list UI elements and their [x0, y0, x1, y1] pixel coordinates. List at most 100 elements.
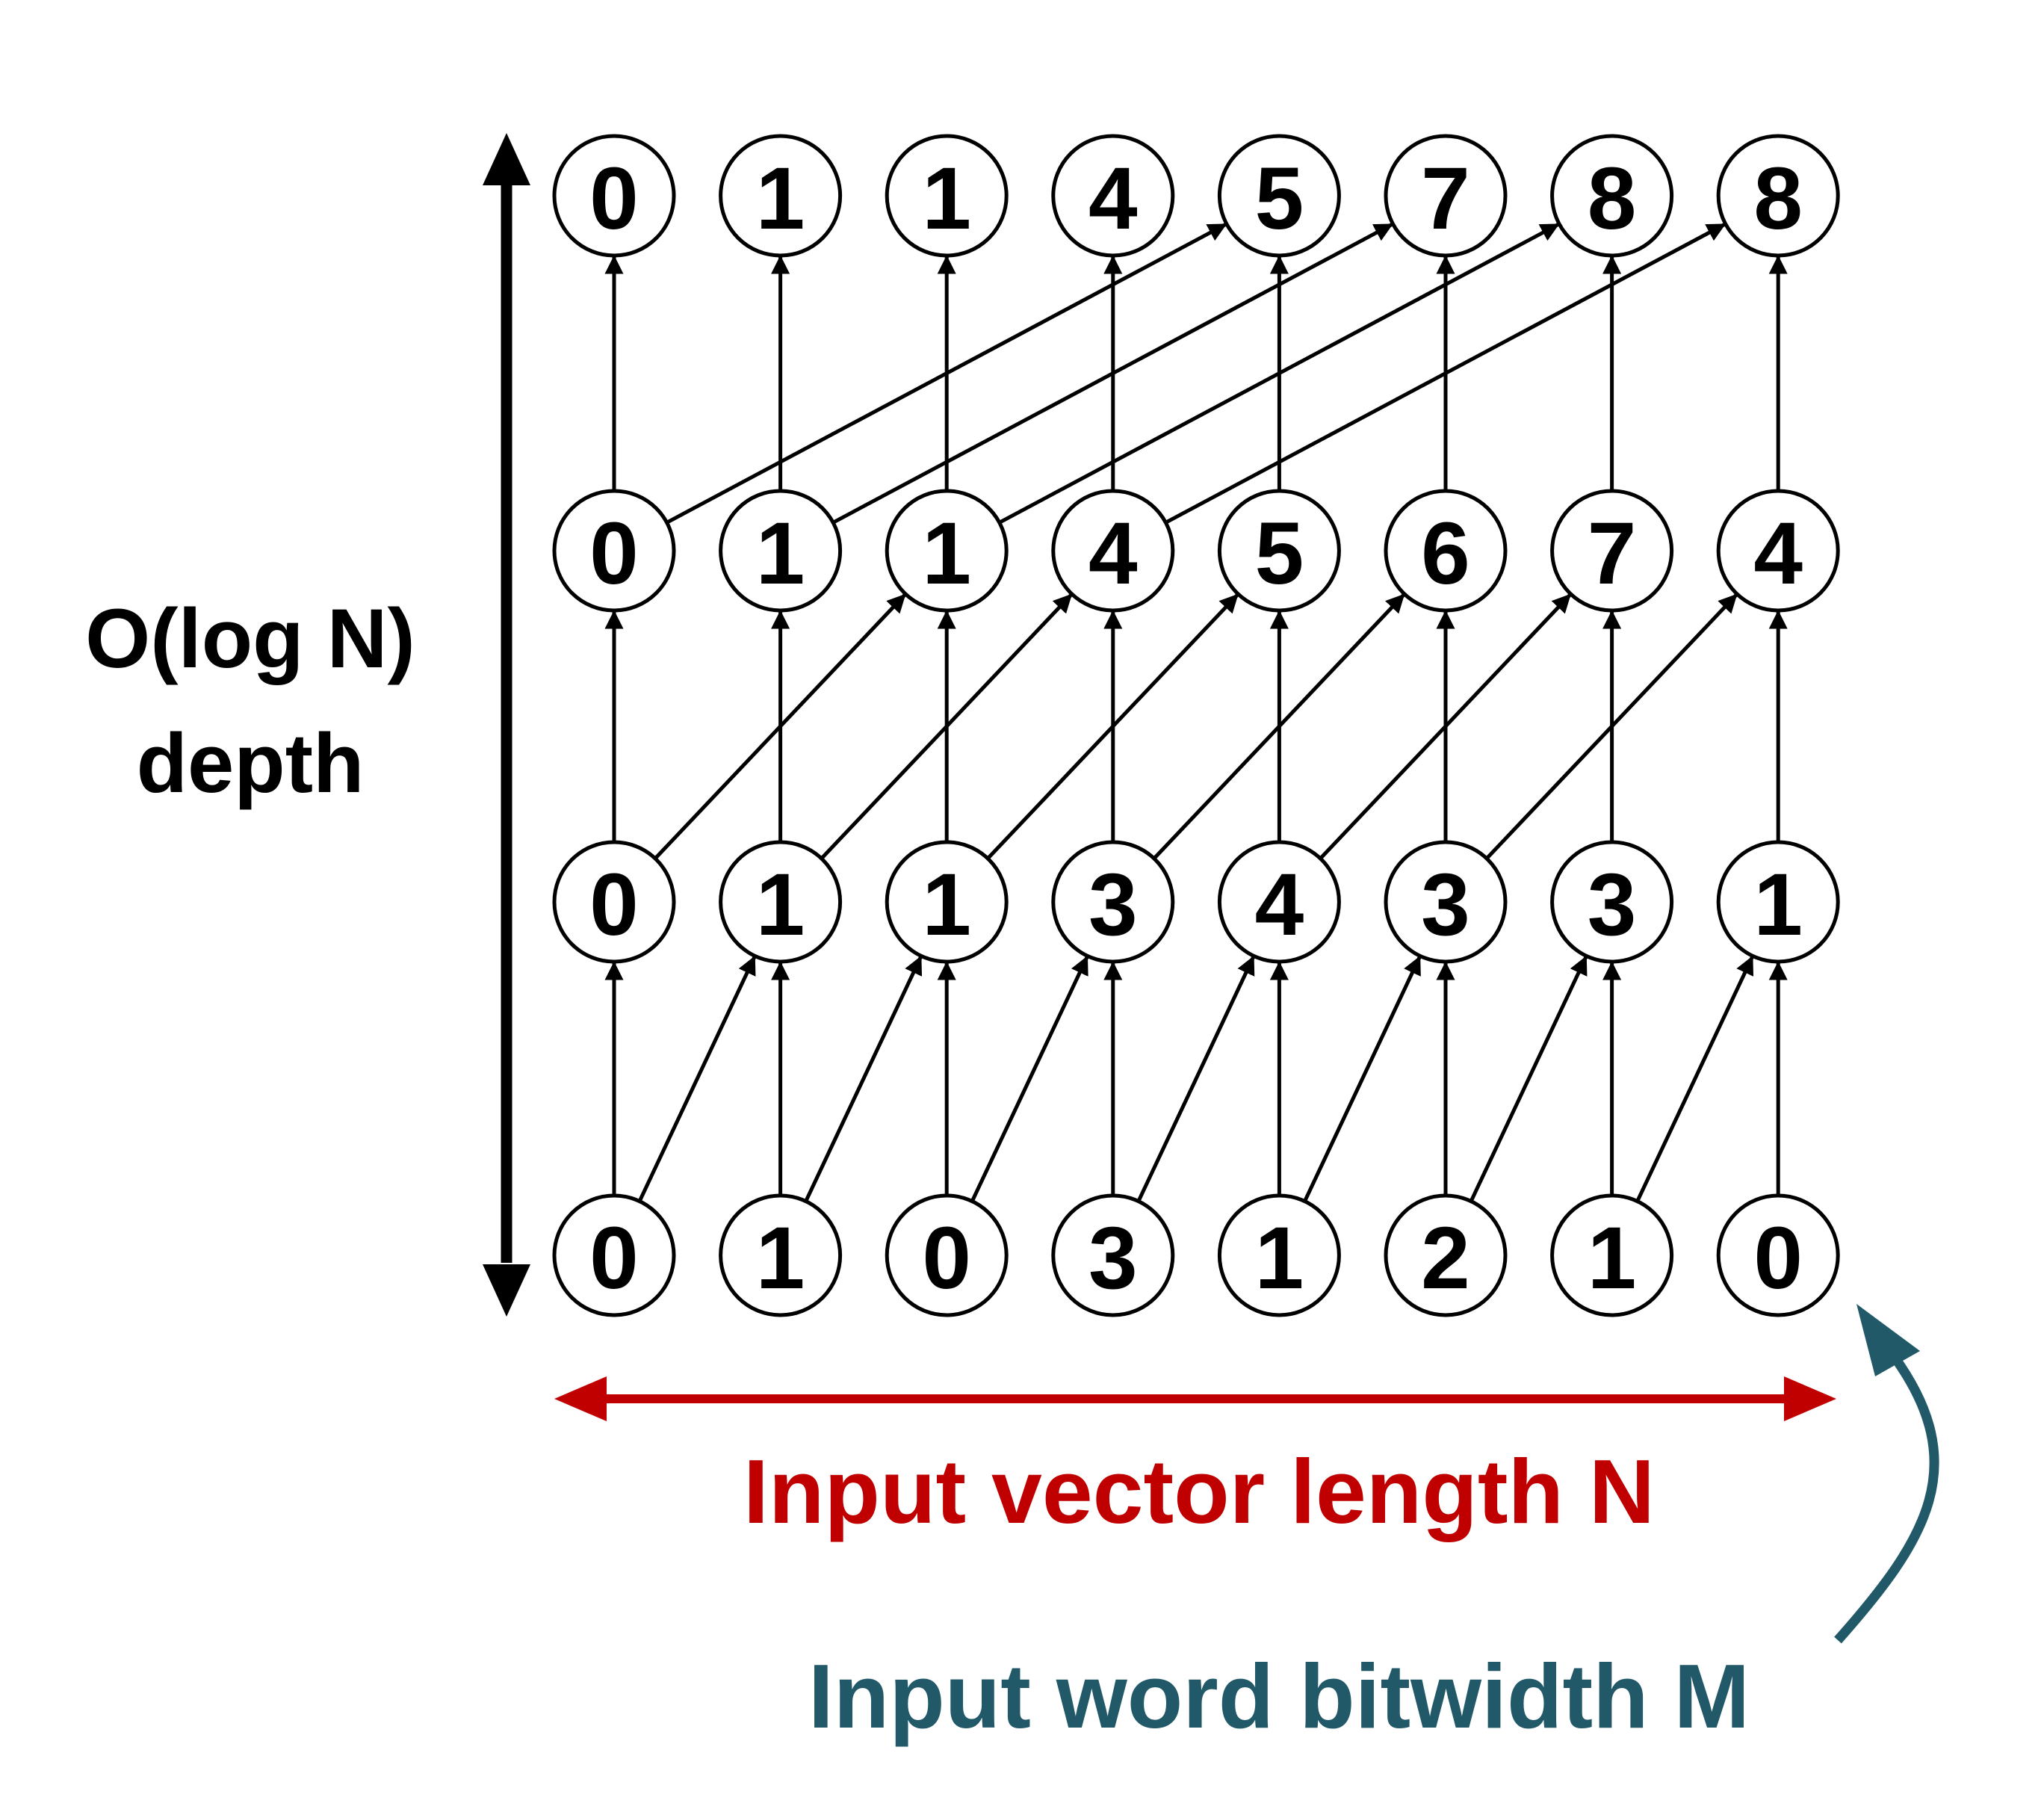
node-value: 0: [589, 504, 639, 603]
node: 0: [1716, 1193, 1840, 1317]
node: 3: [1051, 1193, 1175, 1317]
node-value: 1: [922, 856, 971, 954]
node-value: 1: [756, 504, 805, 603]
node-circle: [1217, 840, 1341, 964]
node: 3: [1550, 840, 1674, 964]
edge-diagonal: [1136, 955, 1255, 1202]
node-value: 3: [1088, 856, 1138, 954]
node-value: 5: [1255, 149, 1304, 248]
depth-label-line1: O(log N): [85, 592, 415, 685]
node-value: 1: [922, 149, 971, 248]
node-circle: [1550, 1193, 1674, 1317]
node-circle: [1550, 489, 1674, 613]
node-value: 0: [589, 149, 639, 248]
node-value: 7: [1421, 149, 1470, 248]
node-circle: [1217, 489, 1341, 613]
node-value: 5: [1255, 504, 1304, 603]
node-circle: [719, 840, 843, 964]
node: 1: [1550, 1193, 1674, 1317]
node-value: 0: [922, 1209, 971, 1308]
node-circle: [1716, 840, 1840, 964]
node: 0: [552, 489, 676, 613]
node-circle: [1051, 840, 1175, 964]
node-circle: [885, 134, 1009, 258]
node-value: 1: [1588, 1209, 1637, 1308]
node-circle: [1051, 489, 1175, 613]
node-circle: [1550, 840, 1674, 964]
node-value: 8: [1588, 149, 1637, 248]
node: 7: [1384, 134, 1508, 258]
node: 2: [1384, 1193, 1508, 1317]
node: 0: [552, 1193, 676, 1317]
length-label: Input vector length N: [743, 1441, 1655, 1542]
node: 1: [719, 134, 843, 258]
node-value: 1: [756, 856, 805, 954]
node: 3: [1051, 840, 1175, 964]
node-circle: [719, 134, 843, 258]
node: 7: [1550, 489, 1674, 613]
length-arrow: [554, 1376, 1836, 1421]
node-circle: [885, 489, 1009, 613]
node-value: 1: [922, 504, 971, 603]
node-value: 7: [1588, 504, 1637, 603]
node-circle: [1217, 1193, 1341, 1317]
node: 4: [1217, 840, 1341, 964]
node-value: 3: [1588, 856, 1637, 954]
node-circle: [1217, 134, 1341, 258]
node-circle: [1716, 1193, 1840, 1317]
node: 1: [885, 840, 1009, 964]
node-circle: [1051, 1193, 1175, 1317]
node: 4: [1051, 489, 1175, 613]
node: 1: [719, 840, 843, 964]
edges-layer: [604, 223, 1788, 1202]
node: 1: [1716, 840, 1840, 964]
node-circle: [1051, 134, 1175, 258]
node: 1: [885, 489, 1009, 613]
bitwidth-arrow: [1834, 1304, 1939, 1644]
node-circle: [1384, 489, 1508, 613]
depth-arrow: [483, 133, 530, 1317]
node-circle: [885, 1193, 1009, 1317]
bitwidth-label: Input word bitwidth M: [808, 1645, 1750, 1747]
node: 0: [552, 840, 676, 964]
node-value: 3: [1088, 1209, 1138, 1308]
node-value: 8: [1753, 149, 1803, 248]
node: 0: [885, 1193, 1009, 1317]
node-value: 0: [589, 1209, 639, 1308]
node-value: 1: [1753, 856, 1803, 954]
node-value: 0: [1753, 1209, 1803, 1308]
node-value: 0: [589, 856, 639, 954]
node: 1: [1217, 1193, 1341, 1317]
node-circle: [1384, 840, 1508, 964]
node: 8: [1550, 134, 1674, 258]
node: 1: [719, 1193, 843, 1317]
node-circle: [1550, 134, 1674, 258]
node-circle: [885, 840, 1009, 964]
node: 3: [1384, 840, 1508, 964]
node-value: 1: [756, 149, 805, 248]
node-value: 4: [1753, 504, 1803, 603]
node-value: 4: [1255, 856, 1304, 954]
node-value: 6: [1421, 504, 1470, 603]
node-circle: [552, 1193, 676, 1317]
edge-diagonal: [637, 955, 756, 1202]
node-circle: [1384, 134, 1508, 258]
node: 4: [1716, 489, 1840, 613]
node: 5: [1217, 489, 1341, 613]
node-value: 4: [1088, 504, 1138, 603]
node: 6: [1384, 489, 1508, 613]
node-value: 1: [756, 1209, 805, 1308]
edge-diagonal: [1469, 955, 1588, 1202]
node-value: 1: [1255, 1209, 1304, 1308]
edge-diagonal: [970, 955, 1089, 1202]
node: 1: [885, 134, 1009, 258]
node-circle: [552, 489, 676, 613]
node-value: 4: [1088, 149, 1138, 248]
node: 8: [1716, 134, 1840, 258]
node: 4: [1051, 134, 1175, 258]
edge-diagonal: [1303, 955, 1422, 1202]
node-value: 3: [1421, 856, 1470, 954]
node-circle: [1384, 1193, 1508, 1317]
edge-diagonal: [804, 955, 923, 1202]
